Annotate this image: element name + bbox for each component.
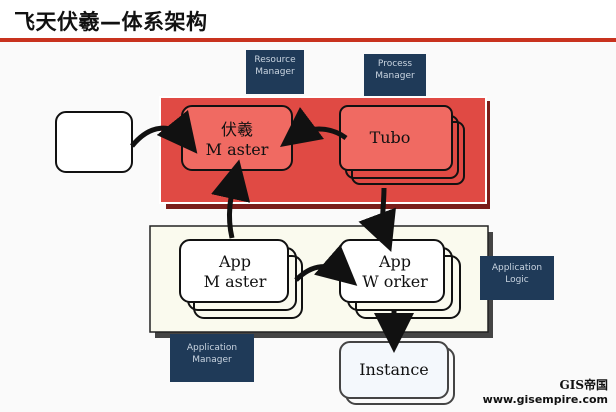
page-title: 飞天伏羲—体系架构 (14, 10, 208, 34)
arrow-appmaster-to-fuxi (211, 159, 251, 239)
header: 飞天伏羲—体系架构 (0, 0, 616, 38)
callout-application-manager: Application Manager (170, 334, 254, 382)
callout-resource-manager: Resource Manager (246, 50, 304, 94)
tubo-label: Tubo (369, 128, 411, 147)
client-box (55, 111, 133, 173)
callout-process-manager: Process Manager (364, 54, 426, 96)
logo-url: www.gisempire.com (482, 393, 608, 406)
app-worker-label: App W orker (362, 252, 428, 291)
logo-name: GIS帝国 (559, 378, 608, 392)
site-logo: GIS帝国 www.gisempire.com (483, 376, 608, 406)
arrow-client-to-fuxi (130, 109, 198, 154)
fuxi-master-label: 伏羲 M aster (205, 120, 269, 159)
header-divider (0, 38, 616, 42)
instance-label: Instance (359, 360, 429, 379)
arrow-appmaster-to-worker (294, 244, 358, 286)
app-master-label: App M aster (203, 252, 267, 291)
arrow-tubo-to-worker (358, 187, 396, 253)
arrow-tubo-to-fuxi (279, 107, 348, 147)
callout-application-logic: Application Logic (480, 256, 554, 300)
tubo-box (339, 105, 453, 171)
architecture-diagram (55, 96, 493, 405)
app-master-box (179, 239, 289, 303)
